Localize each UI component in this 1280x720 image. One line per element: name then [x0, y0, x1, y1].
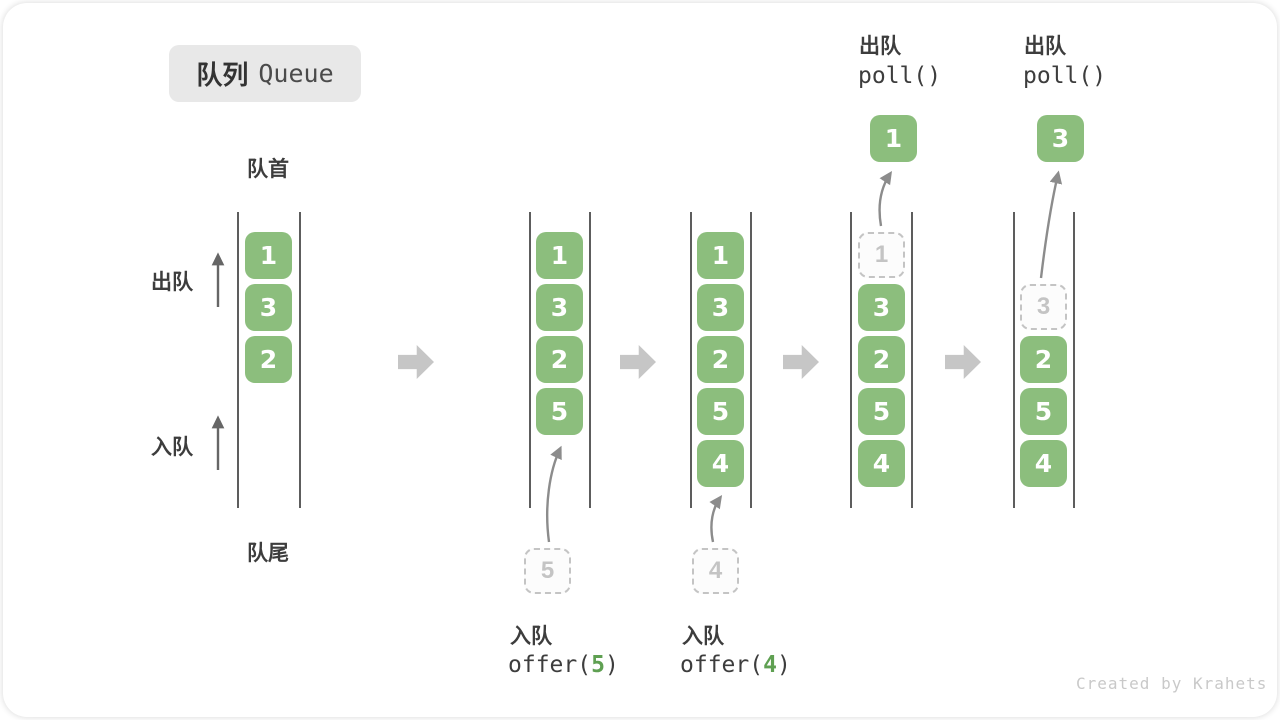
queue-item: 5 — [858, 388, 905, 435]
poll2-label: 出队 — [1024, 35, 1066, 58]
state2-wall-right — [589, 212, 591, 508]
polled-item: 3 — [1037, 115, 1084, 162]
queue-item: 1 — [245, 232, 292, 279]
incoming-ghost-item: 5 — [524, 548, 571, 594]
queue-item: 3 — [536, 284, 583, 331]
code-fn-open: offer( — [680, 652, 764, 678]
poll1-label: 出队 — [859, 35, 901, 58]
label-queue-rear: 队尾 — [247, 542, 289, 565]
state4-wall-right — [911, 212, 913, 508]
queue-item: 4 — [858, 440, 905, 487]
code-fn-close: ) — [604, 652, 619, 678]
state2-wall-left — [529, 212, 531, 508]
polled-item: 1 — [870, 115, 917, 162]
label-dequeue: 出队 — [151, 271, 193, 294]
state3-wall-right — [750, 212, 752, 508]
state1-wall-left — [237, 212, 239, 508]
queue-item: 3 — [245, 284, 292, 331]
queue-item: 3 — [697, 284, 744, 331]
label-queue-front: 队首 — [247, 158, 289, 181]
queue-item: 2 — [245, 336, 292, 383]
queue-item: 2 — [697, 336, 744, 383]
enqueue4-code: offer(4) — [680, 652, 791, 678]
title-en: Queue — [258, 59, 334, 88]
watermark: Created by Krahets — [1076, 674, 1268, 693]
title-badge: 队列 Queue — [169, 45, 361, 102]
enqueue4-label: 入队 — [682, 625, 724, 648]
queue-item: 3 — [858, 284, 905, 331]
queue-item: 5 — [697, 388, 744, 435]
poll1-code: poll() — [858, 63, 942, 89]
queue-item: 4 — [697, 440, 744, 487]
state4-wall-left — [850, 212, 852, 508]
queue-item: 1 — [697, 232, 744, 279]
enqueue5-label: 入队 — [510, 625, 552, 648]
code-fn-close: ) — [776, 652, 791, 678]
queue-item: 2 — [1020, 336, 1067, 383]
code-fn-open: offer( — [508, 652, 592, 678]
code-arg: 5 — [591, 652, 605, 678]
title-zh: 队列 — [196, 60, 249, 90]
code-arg: 4 — [763, 652, 777, 678]
poll2-code: poll() — [1023, 63, 1107, 89]
queue-item: 5 — [536, 388, 583, 435]
state5-wall-right — [1073, 212, 1075, 508]
enqueue5-code: offer(5) — [508, 652, 619, 678]
queue-item: 1 — [536, 232, 583, 279]
incoming-ghost-item: 4 — [692, 548, 739, 594]
state3-wall-left — [690, 212, 692, 508]
queue-item: 4 — [1020, 440, 1067, 487]
removed-ghost-item: 3 — [1020, 284, 1067, 330]
removed-ghost-item: 1 — [858, 232, 905, 278]
queue-item: 5 — [1020, 388, 1067, 435]
state5-wall-left — [1013, 212, 1015, 508]
state1-wall-right — [299, 212, 301, 508]
label-enqueue: 入队 — [151, 436, 193, 459]
queue-item: 2 — [858, 336, 905, 383]
queue-item: 2 — [536, 336, 583, 383]
